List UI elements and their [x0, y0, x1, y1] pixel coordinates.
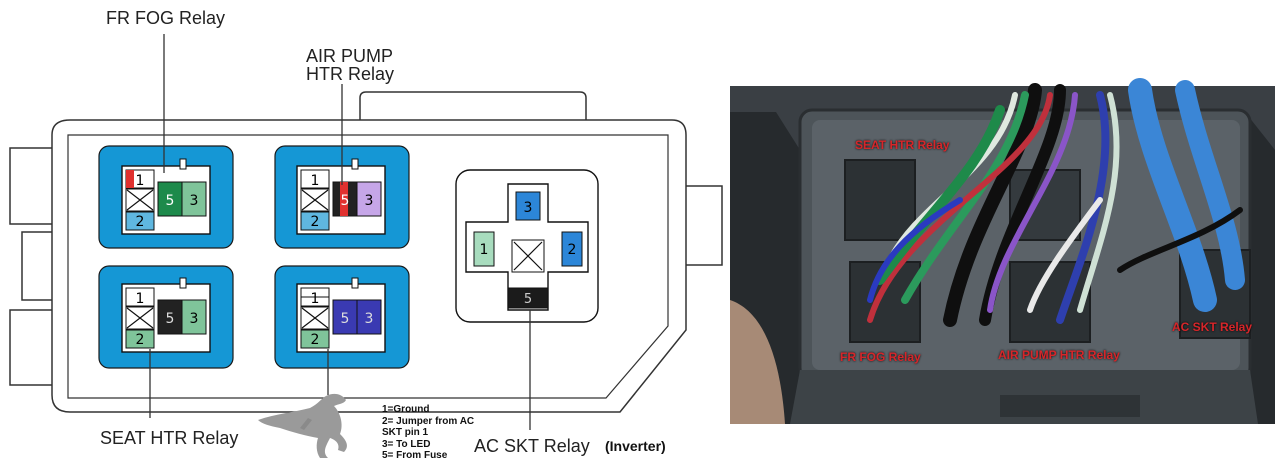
- pin-legend: 1=Ground 2= Jumper from AC SKT pin 1 3= …: [382, 404, 474, 462]
- legend-line: 5= From Fuse: [382, 450, 448, 461]
- photo-label-seat-htr: SEAT HTR Relay: [855, 138, 950, 152]
- legend-line: 2= Jumper from AC: [382, 415, 475, 427]
- label-ac-skt-relay: AC SKT Relay: [474, 436, 590, 456]
- pin-1-label: 1: [480, 242, 489, 258]
- socket-air-pump-htr: 1 2 5 3: [274, 145, 410, 249]
- pin-2-label: 2: [136, 332, 145, 348]
- socket-bottom-right: 1 2 5 3: [274, 265, 410, 369]
- socket-ac-skt: 3 1 2 5: [455, 169, 599, 323]
- label-fr-fog-relay: FR FOG Relay: [106, 8, 226, 28]
- pin-3-label: 3: [190, 311, 199, 327]
- photo-label-fr-fog: FR FOG Relay: [840, 350, 921, 364]
- label-seat-htr-relay: SEAT HTR Relay: [100, 428, 239, 448]
- socket-seat-htr: 1 2 5 3: [98, 265, 234, 369]
- photo-label-ac-skt: AC SKT Relay: [1172, 320, 1253, 334]
- label-air-pump-line2: HTR Relay: [306, 64, 395, 84]
- pin-5-label: 5: [341, 311, 350, 327]
- label-inverter: (Inverter): [605, 438, 666, 454]
- pin-1-label: 1: [136, 173, 145, 189]
- legend-line: 1=Ground: [382, 404, 430, 415]
- pin-5-label: 5: [166, 193, 175, 209]
- pin-1-label: 1: [311, 173, 320, 189]
- label-air-pump-line1: AIR PUMP: [306, 46, 394, 66]
- pin-3-label: 3: [365, 311, 374, 327]
- pin-5-label: 5: [166, 311, 175, 327]
- legend-line: SKT pin 1: [382, 427, 429, 438]
- pin-2-label: 2: [136, 214, 145, 230]
- socket-fr-fog: 1 2 5 3: [98, 145, 234, 249]
- pin-2-label: 2: [568, 242, 577, 258]
- pin-1-label: 1: [136, 291, 145, 307]
- pin-3-label: 3: [365, 193, 374, 209]
- pin-3-label: 3: [524, 200, 533, 216]
- relay-box-photo: [730, 78, 1275, 424]
- raptor-illustration: [258, 393, 347, 458]
- pin-5-label: 5: [341, 193, 350, 209]
- pin-2-label: 2: [311, 332, 320, 348]
- pin-1-label: 1: [311, 291, 320, 307]
- pin-5-label: 5: [524, 292, 532, 307]
- photo-label-air-pump-htr: AIR PUMP HTR Relay: [998, 348, 1120, 362]
- leader-lines: [149, 34, 531, 430]
- pin-3-label: 3: [190, 193, 199, 209]
- pin-2-label: 2: [311, 214, 320, 230]
- legend-line: 3= To LED: [382, 438, 431, 450]
